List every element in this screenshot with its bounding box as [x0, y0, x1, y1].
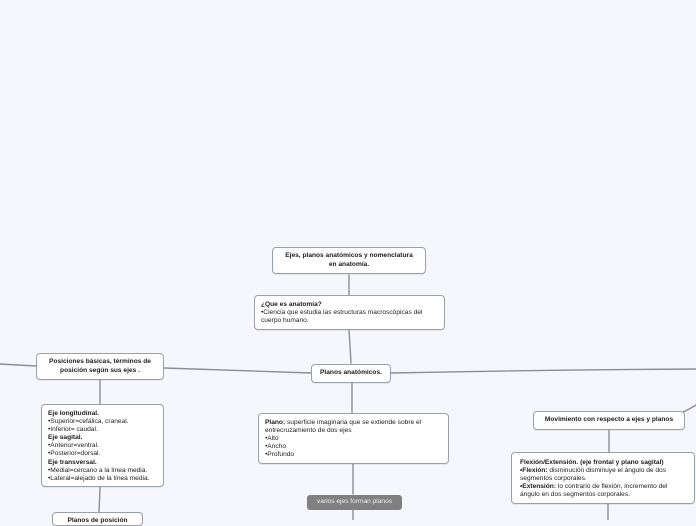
- plano-label: Plano:: [265, 419, 286, 426]
- plano-text-line1: superficie imaginaria que se extiende so…: [285, 419, 422, 426]
- que-es-answer-line1: •Ciencia que estudia las estructuras mac…: [261, 309, 423, 317]
- extension-label: •Extensión:: [520, 483, 557, 491]
- que-es-question: ¿Que es anatomía?: [261, 301, 322, 308]
- root-title-line1: Ejes, planos anatómicos y nomenclatura: [285, 252, 413, 260]
- plano-profundo: •Profundo: [265, 451, 295, 459]
- que-es-answer-line2: cuerpo humano.: [261, 317, 309, 325]
- plano-ancho: •Ancho: [265, 443, 287, 451]
- connector-posiciones-offscreen: [0, 363, 37, 367]
- extension-line2: ángulo en dos segmentos corporales.: [520, 491, 630, 499]
- eje-sagital: Eje sagital.: [48, 434, 83, 442]
- plano-definition-node[interactable]: Plano: superficie imaginaria que se exti…: [258, 413, 449, 464]
- varios-ejes-tag[interactable]: varios ejes forman planos: [307, 495, 402, 510]
- planos-anatomicos-node[interactable]: Planos anatómicos.: [311, 364, 391, 383]
- flexion-label: •Flexión:: [520, 467, 548, 475]
- eje-posterior: •Posterior=dorsal.: [48, 450, 101, 458]
- flexion-title: Flexión/Extensión. (eje frontal y plano …: [520, 459, 664, 466]
- connector-planos-posiciones: [163, 367, 312, 374]
- ejes-node[interactable]: Eje longitudinal. •Superior=cefálica, cr…: [41, 404, 164, 487]
- que-es-anatomia-node[interactable]: ¿Que es anatomía? •Ciencia que estudia l…: [254, 295, 445, 330]
- posiciones-title-line2: posición según sus ejes .: [60, 366, 140, 374]
- connector-planos-right: [390, 368, 696, 374]
- plano-text-line2: entrecruzamiento de dos ejes: [265, 427, 352, 435]
- eje-medial: •Medial=cercano a la línea media.: [48, 466, 148, 474]
- flexion-line2: segmentos corporales.: [520, 475, 587, 483]
- eje-anterior: •Anterior=ventral.: [48, 442, 99, 450]
- connector-movimiento-right: [682, 404, 696, 413]
- planos-title: Planos anatómicos.: [320, 369, 382, 377]
- bottom-partial-text: Planos de posición: [67, 517, 128, 524]
- extension-line1: lo contrario de flexión, incremento del: [556, 483, 668, 491]
- eje-lateral: •Lateral=alejado de la línea media.: [48, 474, 150, 482]
- planos-posicion-partial-node[interactable]: Planos de posición: [52, 512, 143, 526]
- posiciones-title-line1: Posiciones básicas, términos de: [49, 358, 151, 366]
- root-topic-node[interactable]: Ejes, planos anatómicos y nomenclatura e…: [272, 247, 426, 274]
- posiciones-basicas-node[interactable]: Posiciones básicas, términos de posición…: [36, 353, 164, 380]
- movimiento-node[interactable]: Movimiento con respecto a ejes y planos: [533, 411, 685, 430]
- eje-inferior: •Inferior= caudal.: [48, 426, 98, 434]
- flexion-line1: disminución disminuye el ángulo de dos: [547, 467, 666, 475]
- plano-alto: •Alto: [265, 435, 279, 443]
- root-title-line2: en anatomía.: [328, 260, 370, 268]
- movimiento-title: Movimiento con respecto a ejes y planos: [544, 416, 674, 424]
- connector-que-planos: [348, 329, 352, 364]
- flexion-extension-node[interactable]: Flexión/Extensión. (eje frontal y plano …: [511, 452, 695, 504]
- eje-longitudinal: Eje longitudinal.: [48, 410, 99, 417]
- eje-transversal: Eje transversal.: [48, 458, 97, 466]
- eje-superior: •Superior=cefálica, craneal.: [48, 418, 129, 426]
- connector-ejes-bottom: [98, 486, 101, 514]
